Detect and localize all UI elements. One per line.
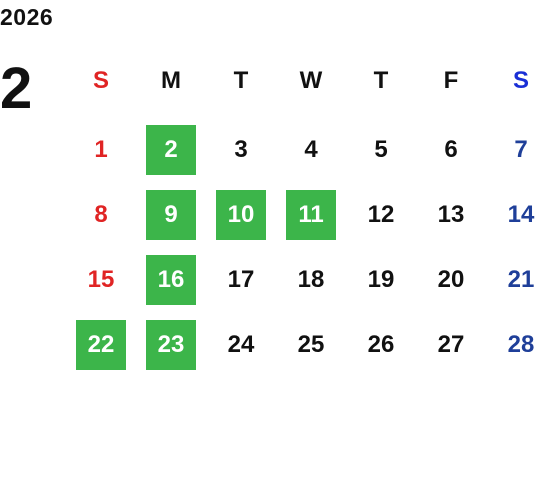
day-cell-highlighted[interactable]: 2	[146, 125, 196, 175]
weekday-header-wed: W	[299, 67, 323, 94]
day-cell-highlighted[interactable]: 22	[76, 320, 126, 370]
day-cell[interactable]: 19	[367, 266, 395, 293]
weekday-header-tue: T	[233, 67, 249, 94]
weekday-header-fri: F	[443, 67, 459, 94]
day-cell[interactable]: 28	[507, 331, 535, 358]
weekday-header-thu: T	[373, 67, 389, 94]
day-cell[interactable]: 5	[374, 136, 388, 163]
month-label: 2	[0, 56, 33, 121]
day-cell[interactable]: 3	[234, 136, 248, 163]
day-cell-highlighted[interactable]: 11	[286, 190, 336, 240]
weekday-header-sun: S	[92, 67, 109, 94]
day-cell[interactable]: 18	[297, 266, 325, 293]
day-cell-highlighted[interactable]: 16	[146, 255, 196, 305]
day-cell[interactable]: 13	[437, 201, 465, 228]
day-cell[interactable]: 14	[507, 201, 535, 228]
day-cell[interactable]: 8	[94, 201, 108, 228]
day-cell-highlighted[interactable]: 23	[146, 320, 196, 370]
day-cell[interactable]: 7	[514, 136, 528, 163]
day-cell[interactable]: 4	[304, 136, 318, 163]
day-cell[interactable]: 20	[437, 266, 465, 293]
weekday-header-sat: S	[512, 67, 529, 94]
day-cell-highlighted[interactable]: 10	[216, 190, 266, 240]
day-cell[interactable]: 25	[297, 331, 325, 358]
day-cell[interactable]: 12	[367, 201, 395, 228]
day-cell[interactable]: 17	[227, 266, 255, 293]
day-cell[interactable]: 6	[444, 136, 458, 163]
day-cell[interactable]: 27	[437, 331, 465, 358]
year-label: 2026	[0, 4, 54, 30]
weekday-header-mon: M	[161, 67, 181, 94]
day-cell[interactable]: 15	[87, 266, 115, 293]
day-cell[interactable]: 21	[507, 266, 535, 293]
day-cell[interactable]: 24	[227, 331, 255, 358]
day-cell[interactable]: 1	[94, 136, 108, 163]
day-cell-highlighted[interactable]: 9	[146, 190, 196, 240]
day-cell[interactable]: 26	[367, 331, 395, 358]
